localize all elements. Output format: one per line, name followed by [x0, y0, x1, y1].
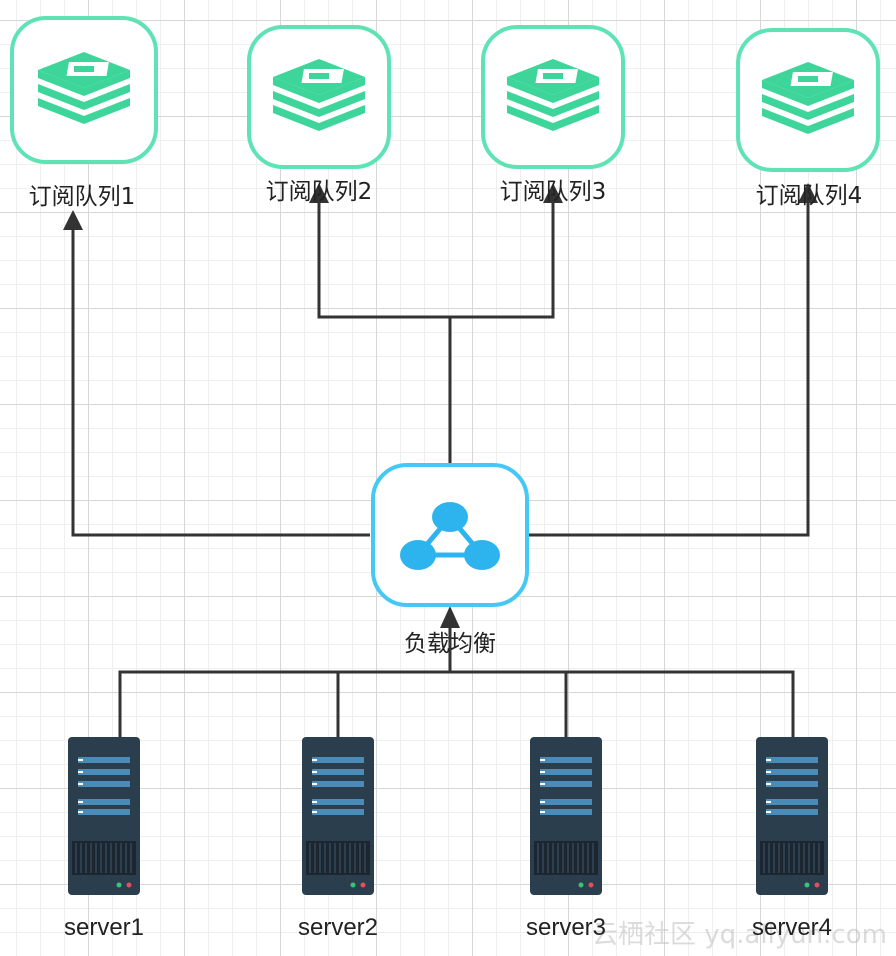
queue-label-2: 订阅队列2 — [265, 179, 373, 205]
watermark: 云栖社区 yq.aliyun.com — [592, 920, 887, 950]
arrowhead-queue3 — [543, 183, 563, 203]
arrowheads — [63, 183, 818, 628]
server-label-4: server4 — [751, 914, 833, 941]
connector-server1 — [118, 670, 795, 738]
queue-label-1: 订阅队列1 — [28, 184, 136, 210]
connectors — [71, 200, 810, 738]
connector-queue1 — [71, 228, 370, 537]
load-balancer-label: 负载均衡 — [404, 631, 496, 657]
load-balancer-node[interactable] — [371, 463, 529, 607]
server-node-3[interactable] — [529, 736, 603, 896]
server-rack-icon — [529, 736, 603, 896]
queue-label-4: 订阅队列4 — [755, 183, 863, 209]
connector-queue4 — [529, 200, 810, 537]
arrowhead-balancer — [440, 606, 460, 628]
queue-node-2[interactable] — [247, 25, 391, 169]
queue-label-3: 订阅队列3 — [499, 179, 607, 205]
connector-queue2-3 — [317, 200, 555, 465]
server-label-3: server3 — [525, 914, 607, 941]
server-node-1[interactable] — [67, 736, 141, 896]
server-rack-icon — [67, 736, 141, 896]
queue-node-4[interactable] — [736, 28, 880, 172]
arrowhead-queue1 — [63, 210, 83, 230]
server-node-4[interactable] — [755, 736, 829, 896]
queue-node-1[interactable] — [10, 16, 158, 164]
arrowhead-queue4 — [798, 183, 818, 203]
server-rack-icon — [755, 736, 829, 896]
server-node-2[interactable] — [301, 736, 375, 896]
arrowhead-queue2 — [309, 183, 329, 203]
server-rack-icon — [301, 736, 375, 896]
server-label-2: server2 — [297, 914, 379, 941]
queue-node-3[interactable] — [481, 25, 625, 169]
server-label-1: server1 — [63, 914, 145, 941]
network-nodes-icon — [400, 502, 500, 570]
